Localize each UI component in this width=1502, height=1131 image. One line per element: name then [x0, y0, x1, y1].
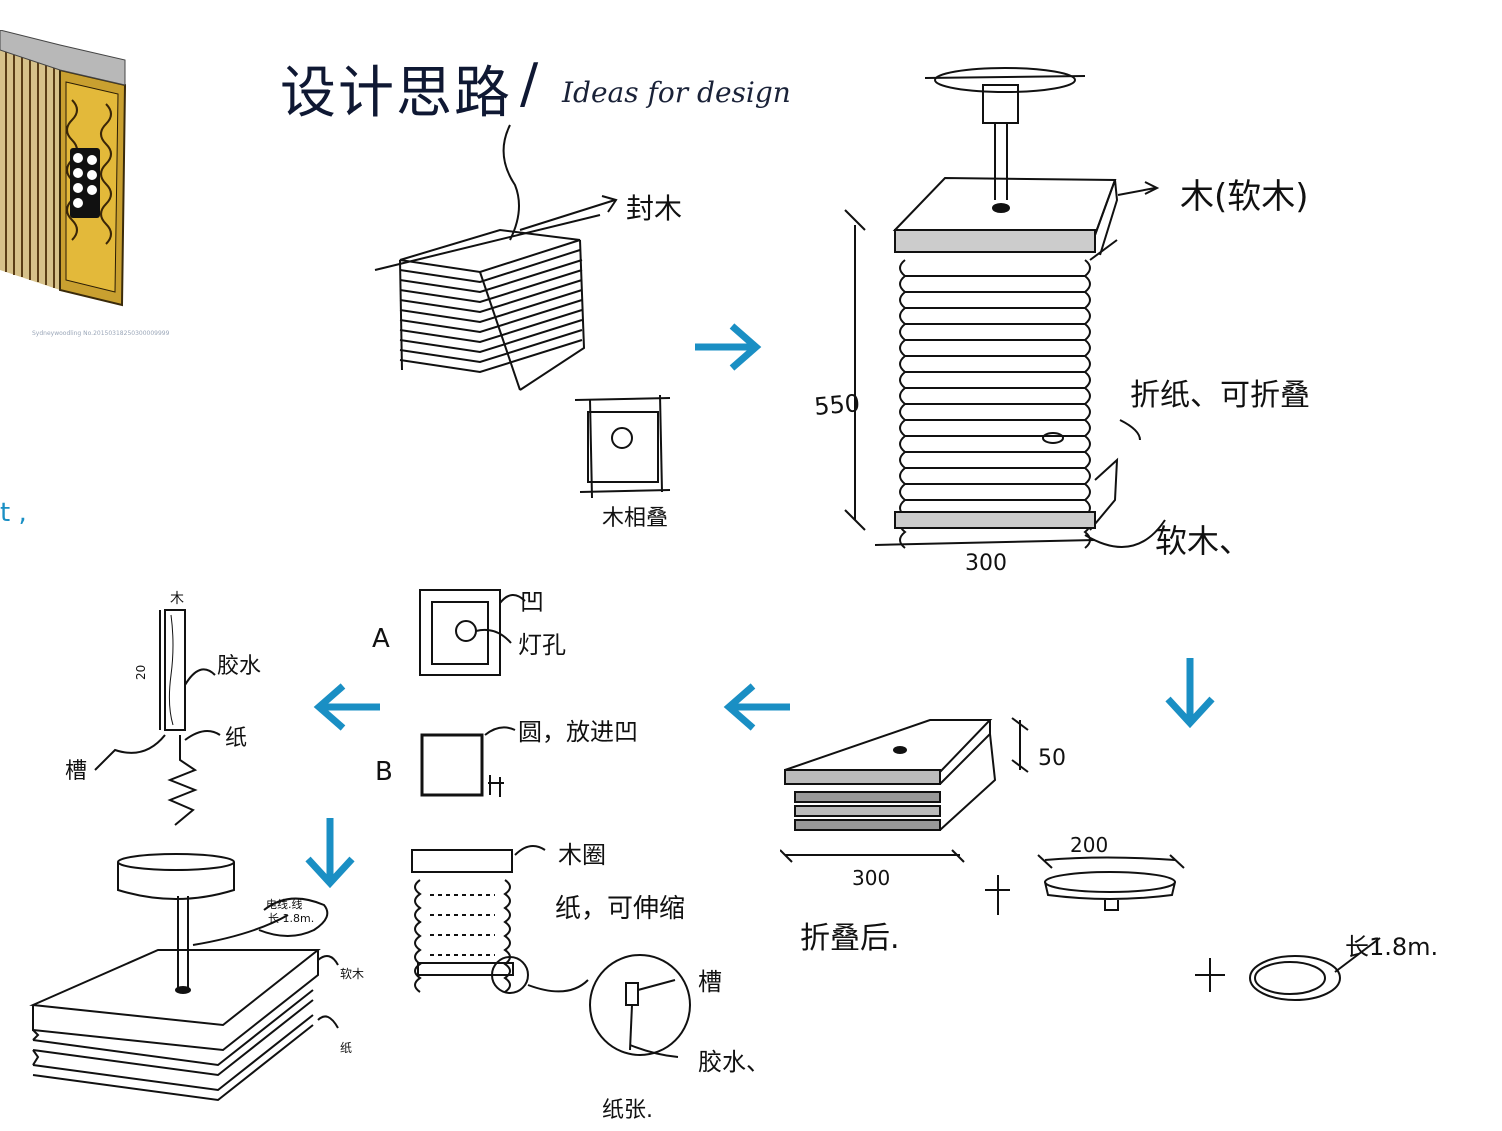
- side-cutoff-text: t ,: [0, 498, 27, 528]
- dim-width-300-folded: 300: [852, 866, 890, 890]
- label-glue-side: 胶水: [217, 654, 261, 679]
- title-slash: /: [520, 52, 539, 115]
- sketch-tall-lamp: 550 300 木(软木) 折纸、可折叠 软木、: [813, 67, 1310, 576]
- label-cable-length: 长1.8m.: [1345, 933, 1438, 961]
- page-subtitle: Ideas for design: [562, 76, 791, 109]
- label-wood-ring: 木圈: [558, 841, 606, 869]
- label-paper-side: 纸: [225, 726, 247, 751]
- label-paper-sheet: 纸张.: [602, 1098, 653, 1123]
- image-watermark: Sydneywoodling No.20150318250300009999: [32, 330, 170, 337]
- label-lamp-hole: 灯孔: [518, 631, 566, 659]
- label-softwood-base: 软木、: [1155, 522, 1251, 560]
- label-wood-softwood: 木(软木): [1180, 177, 1309, 217]
- dim-height-550: 550: [813, 389, 861, 421]
- arrow-left-icon: [723, 683, 790, 731]
- label-power-cord: 电线.线: [266, 897, 303, 911]
- option-a-letter: A: [372, 624, 390, 654]
- label-wood-cap: 封木: [626, 192, 682, 225]
- sketch-folded-state: 50 300 200 折叠后. 长1.8m.: [780, 717, 1438, 1001]
- sketch-stacked-layers: 封木 木相叠: [374, 124, 682, 531]
- arrow-down-icon: [305, 818, 355, 889]
- label-groove-side: 槽: [65, 759, 87, 784]
- arrow-right-icon: [695, 323, 762, 371]
- label-wood-stack: 木相叠: [602, 506, 668, 531]
- arrow-down-icon: [1165, 658, 1215, 729]
- label-softwood-small: 软木: [340, 967, 364, 981]
- accordion-image: [0, 30, 127, 307]
- label-glue: 胶水、: [698, 1048, 770, 1076]
- page-title: 设计思路: [280, 61, 512, 126]
- dim-disc-200: 200: [1070, 833, 1108, 857]
- label-after-folding: 折叠后.: [800, 921, 900, 956]
- sketch-collapsible-detail: 木圈 纸，可伸缩 槽 胶水、 纸张.: [411, 841, 770, 1123]
- label-circle-into-concave: 圆，放进凹: [518, 718, 638, 746]
- arrow-left-icon: [313, 683, 380, 731]
- dim-height-50: 50: [1038, 746, 1066, 771]
- label-concave: 凹: [520, 588, 544, 616]
- dim-20: 20: [134, 665, 148, 680]
- dim-width-300: 300: [965, 551, 1007, 576]
- sketch-cross-section: 20 木 胶水 纸 槽: [65, 591, 261, 826]
- label-power-cord-length: 长 1.8m.: [268, 912, 314, 925]
- label-retractable-paper: 纸，可伸缩: [555, 894, 685, 924]
- label-paper-small: 纸: [340, 1041, 352, 1055]
- label-wood-top: 木: [170, 591, 184, 607]
- label-groove: 槽: [698, 968, 722, 996]
- sketch-perspective: 电线.线 长 1.8m. 软木 纸: [29, 853, 364, 1102]
- sketch-options-ab: A 凹 灯孔 B 圆，放进凹: [372, 588, 638, 797]
- label-folded-paper: 折纸、可折叠: [1130, 378, 1310, 413]
- option-b-letter: B: [375, 757, 393, 787]
